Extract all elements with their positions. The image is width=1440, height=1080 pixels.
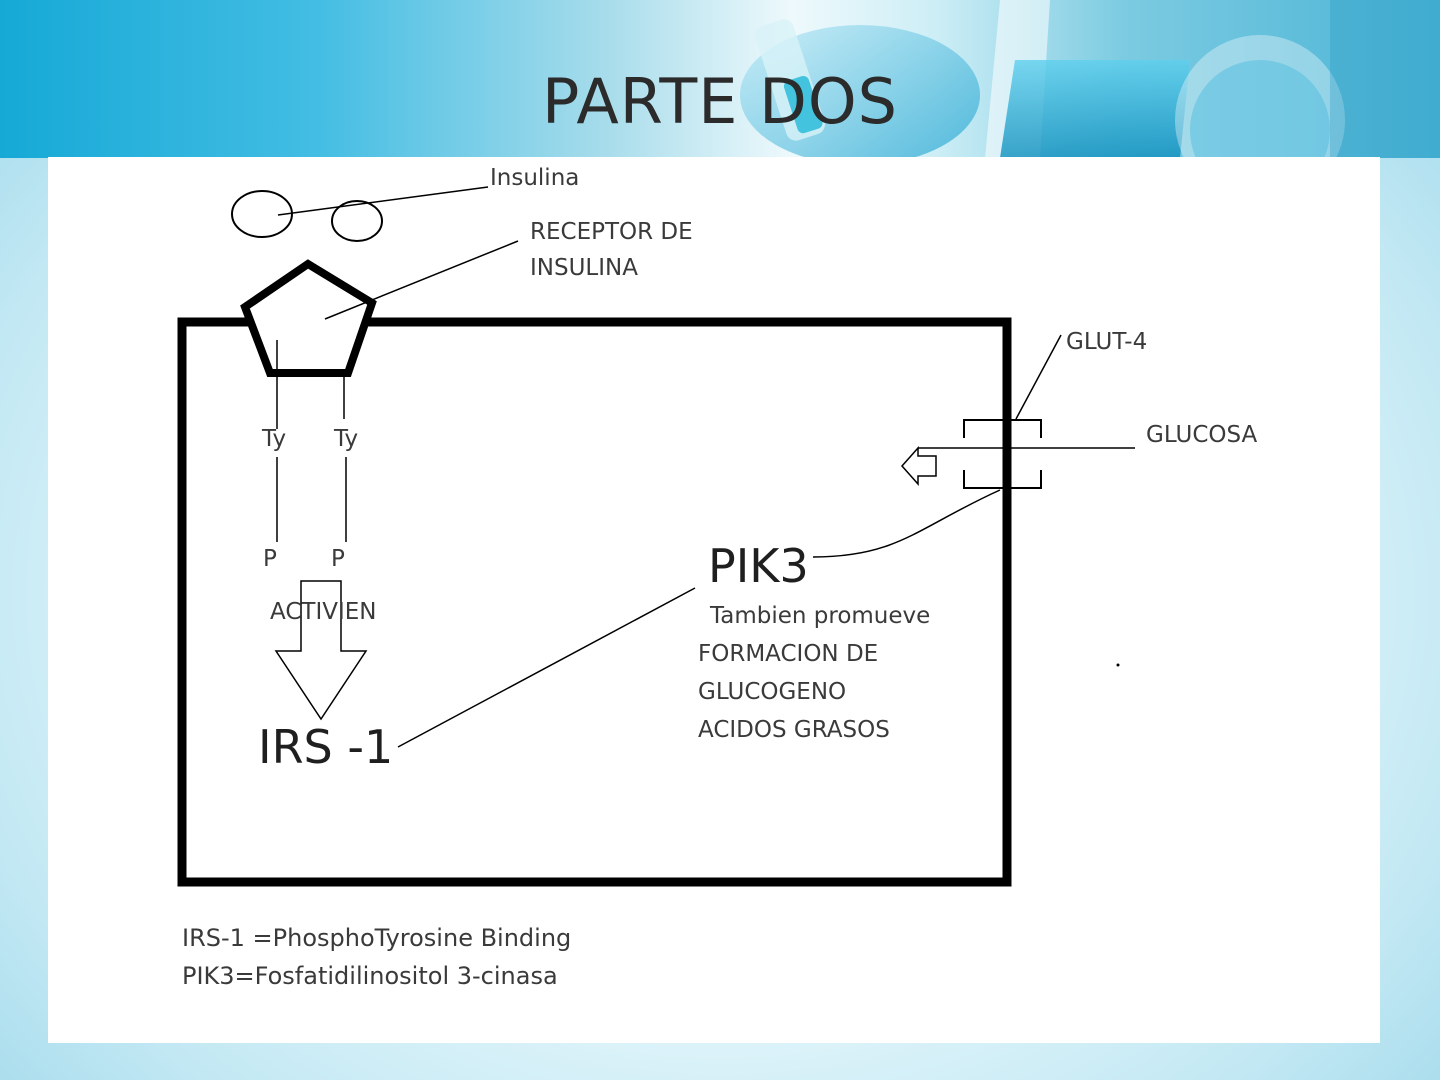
lab-glassware-illustration: [740, 0, 1440, 158]
legend-irs1: IRS-1 =PhosphoTyrosine Binding: [182, 924, 572, 952]
insulina-label: Insulina: [490, 165, 580, 191]
p-label-right: P: [331, 546, 345, 572]
insulin-molecule-left: [231, 190, 293, 238]
insulin-molecule-right: [331, 200, 383, 242]
activien-label: ACTIVIEN: [270, 599, 377, 625]
irs1-pik3-connector: [397, 587, 696, 748]
insulin-pathway-diagram: [177, 186, 1135, 887]
insulin-receptor-pentagon: [240, 259, 377, 377]
pik3-label: PIK3: [708, 539, 809, 593]
ty-label-right: Ty: [334, 426, 359, 452]
glucosa-label: GLUCOSA: [1146, 422, 1258, 448]
glut4-leader-line: [1015, 334, 1062, 420]
diagram-panel: Insulina RECEPTOR DE INSULINA GLUT-4 GLU…: [48, 157, 1380, 1043]
stray-dot: [1116, 663, 1120, 667]
promueve-line4: ACIDOS GRASOS: [698, 717, 890, 743]
pik3-glut4-connector: [812, 489, 1001, 558]
receptor-label-line2: INSULINA: [530, 255, 638, 281]
promueve-line2: FORMACION DE: [698, 641, 879, 667]
promueve-line3: GLUCOGENO: [698, 679, 847, 705]
header-lab-photo: [0, 0, 1440, 158]
cell-membrane: [177, 317, 1012, 887]
promueve-line1: Tambien promueve: [710, 603, 931, 629]
legend-pik3: PIK3=Fosfatidilinositol 3-cinasa: [182, 962, 558, 990]
receptor-leader-line: [324, 240, 519, 320]
glucose-entry-arrow: [900, 446, 937, 486]
receptor-label-line1: RECEPTOR DE: [530, 219, 693, 245]
activation-arrow: [274, 580, 368, 721]
p-label-left: P: [263, 546, 277, 572]
glut4-label: GLUT-4: [1066, 329, 1148, 355]
irs1-label: IRS -1: [258, 720, 394, 774]
insulina-leader-line: [277, 186, 489, 216]
glut4-transporter-bottom: [963, 470, 1042, 489]
ty-label-left: Ty: [262, 426, 287, 452]
slide-title: PARTE DOS: [541, 65, 899, 138]
glut4-transporter-top: [963, 419, 1042, 438]
